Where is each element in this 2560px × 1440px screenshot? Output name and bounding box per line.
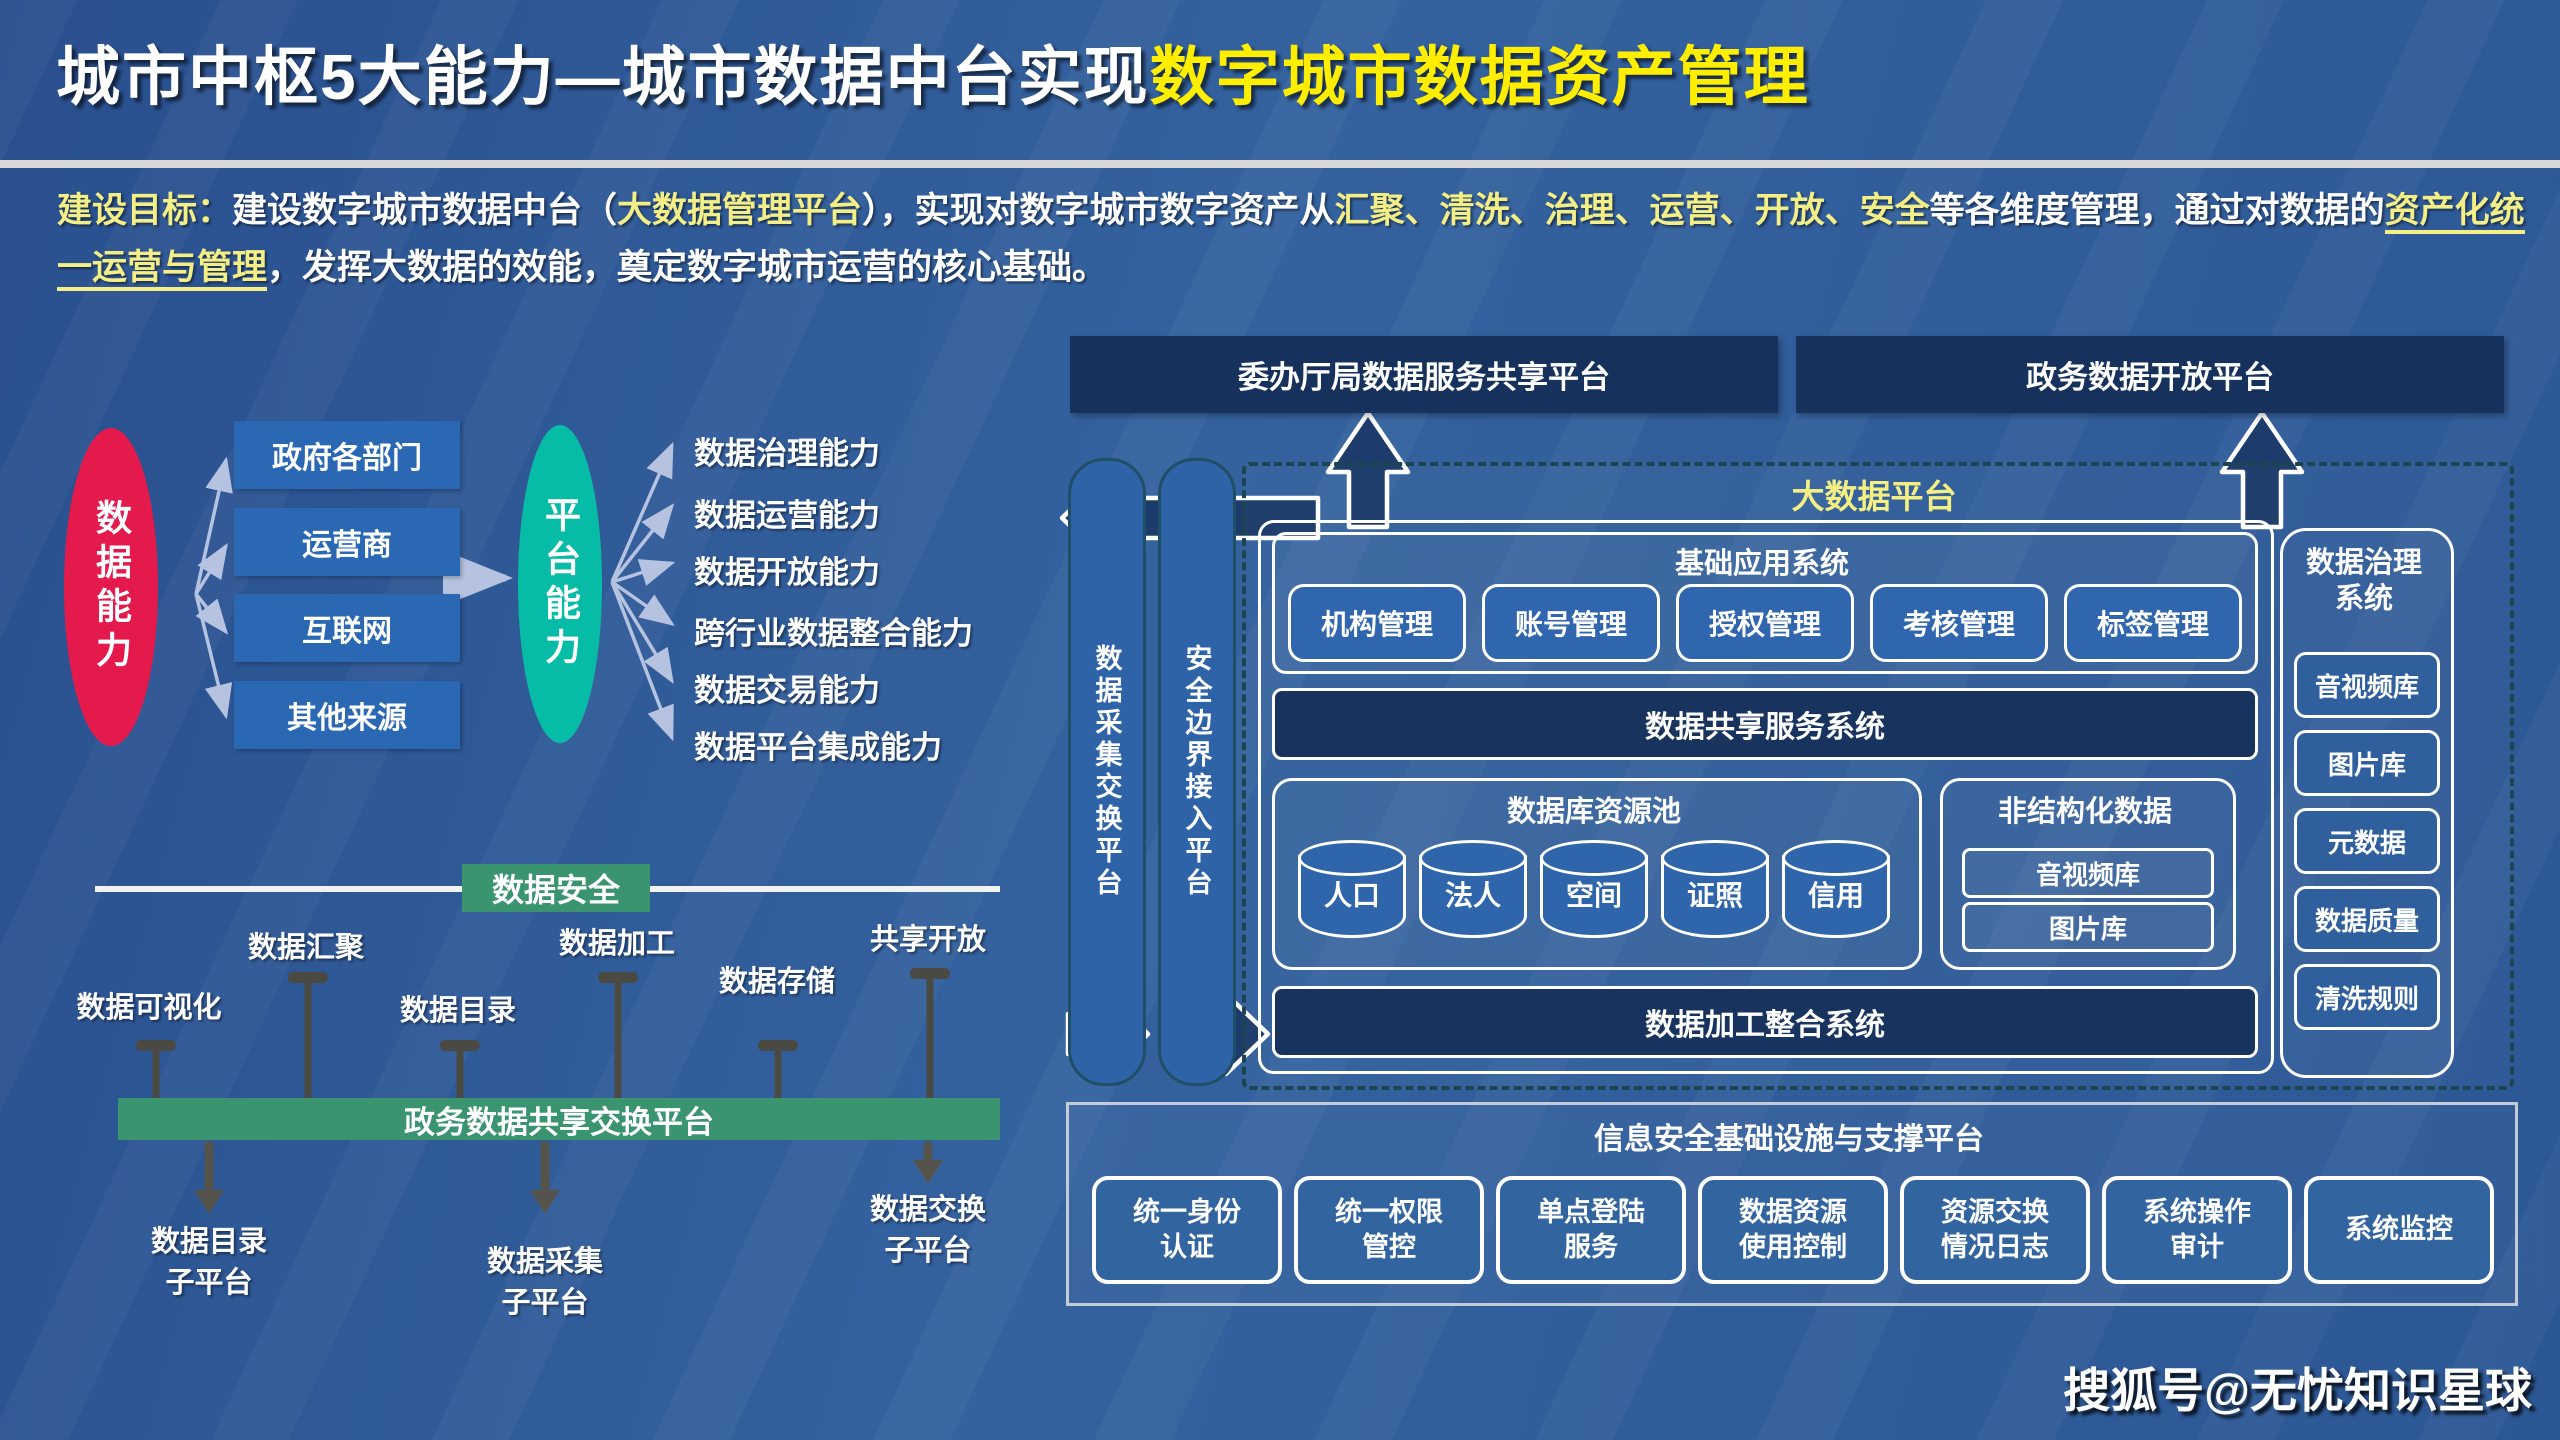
sub-platform-label: 数据采集 子平台 bbox=[486, 1246, 603, 1319]
unstructured-box: 图片库 bbox=[1962, 902, 2214, 952]
security-box: 系统操作 审计 bbox=[2102, 1176, 2292, 1284]
security-platform-title: 信息安全基础设施与支撑平台 bbox=[1594, 1123, 1984, 1156]
unstructured-box: 音视频库 bbox=[1962, 848, 2214, 898]
governance-box: 元数据 bbox=[2294, 808, 2440, 874]
source-box: 政府各部门 bbox=[234, 421, 460, 489]
app-box: 账号管理 bbox=[1482, 584, 1660, 662]
top-platform-box: 政务数据开放平台 bbox=[1796, 336, 2504, 413]
security-box: 统一身份 认证 bbox=[1092, 1176, 1282, 1284]
data-processing-bar: 数据加工整合系统 bbox=[1272, 986, 2258, 1058]
divider bbox=[0, 160, 2560, 168]
watermark: 搜狐号@无忧知识星球 bbox=[2063, 1364, 2532, 1417]
capability-item: 数据平台集成能力 bbox=[694, 730, 942, 765]
app-box: 机构管理 bbox=[1288, 584, 1466, 662]
db-pool-title: 数据库资源池 bbox=[1506, 796, 1681, 828]
governance-box: 清洗规则 bbox=[2294, 964, 2440, 1030]
source-box: 互联网 bbox=[234, 594, 460, 662]
sidebar-data-collect-exchange: 数据采集交换平台 bbox=[1068, 458, 1146, 1086]
capability-item: 跨行业数据整合能力 bbox=[694, 616, 973, 651]
function-label: 数据存储 bbox=[718, 966, 836, 998]
capability-item: 数据交易能力 bbox=[694, 673, 880, 708]
db-cylinder-icon: 人口 bbox=[1298, 840, 1406, 938]
sub-platform-label: 数据目录 子平台 bbox=[150, 1226, 267, 1299]
source-box: 运营商 bbox=[234, 508, 460, 576]
bigdata-inner-container bbox=[1258, 520, 2274, 1074]
capability-item: 数据运营能力 bbox=[694, 498, 880, 533]
data-security-badge: 数据安全 bbox=[462, 864, 650, 912]
node-platform-capability: 平台能力 bbox=[518, 425, 602, 743]
capability-item: 数据治理能力 bbox=[694, 436, 880, 471]
governance-title: 数据治理 系统 bbox=[2305, 547, 2422, 616]
function-label: 共享开放 bbox=[869, 924, 987, 956]
security-box: 数据资源 使用控制 bbox=[1698, 1176, 1888, 1284]
db-cylinder-icon: 空间 bbox=[1540, 840, 1648, 938]
objective-label: 建设目标： bbox=[57, 191, 233, 230]
unstructured-title: 非结构化数据 bbox=[1997, 796, 2172, 828]
top-platform-box: 委办厅局数据服务共享平台 bbox=[1070, 336, 1778, 413]
unstructured-panel bbox=[1940, 778, 2236, 970]
node-data-capability: 数据能力 bbox=[64, 428, 158, 746]
app-box: 授权管理 bbox=[1676, 584, 1854, 662]
sub-platform-label: 数据交换 子平台 bbox=[869, 1194, 986, 1267]
title-highlight: 数字城市数据资产管理 bbox=[1149, 41, 1810, 113]
capability-item: 数据开放能力 bbox=[694, 555, 880, 590]
db-cylinder-icon: 信用 bbox=[1782, 840, 1890, 938]
governance-panel bbox=[2280, 528, 2454, 1078]
security-box: 资源交换 情况日志 bbox=[1900, 1176, 2090, 1284]
app-box: 考核管理 bbox=[1870, 584, 2048, 662]
function-label: 数据汇聚 bbox=[247, 932, 365, 964]
security-box: 系统监控 bbox=[2304, 1176, 2494, 1284]
source-box: 其他来源 bbox=[234, 681, 460, 749]
db-cylinder-icon: 证照 bbox=[1661, 840, 1769, 938]
gov-data-exchange-bar: 政务数据共享交换平台 bbox=[118, 1098, 1000, 1140]
capability-fan-arrows bbox=[610, 441, 676, 742]
security-platform-panel bbox=[1066, 1102, 2518, 1306]
app-box: 标签管理 bbox=[2064, 584, 2242, 662]
security-box: 单点登陆 服务 bbox=[1496, 1176, 1686, 1284]
governance-box: 音视频库 bbox=[2294, 652, 2440, 718]
bigdata-platform-panel bbox=[1242, 462, 2514, 1090]
bigdata-platform-title: 大数据平台 bbox=[1791, 478, 1957, 515]
db-cylinder-icon: 法人 bbox=[1419, 840, 1527, 938]
base-app-title: 基础应用系统 bbox=[1674, 548, 1849, 580]
function-label: 数据加工 bbox=[558, 928, 676, 960]
function-label: 数据可视化 bbox=[76, 992, 222, 1024]
page-title: 城市中枢5大能力—城市数据中台实现数字城市数据资产管理 bbox=[56, 26, 1810, 118]
governance-box: 数据质量 bbox=[2294, 886, 2440, 952]
title-main: 城市中枢5大能力—城市数据中台实现 bbox=[56, 41, 1150, 113]
objective-text: 建设目标：建设数字城市数据中台（大数据管理平台），实现对数字城市数字资产从汇聚、… bbox=[57, 183, 2527, 296]
function-label: 数据目录 bbox=[399, 995, 517, 1027]
sidebar-security-boundary: 安全边界接入平台 bbox=[1158, 458, 1236, 1086]
data-share-service-bar: 数据共享服务系统 bbox=[1272, 688, 2258, 760]
security-box: 统一权限 管控 bbox=[1294, 1176, 1484, 1284]
governance-box: 图片库 bbox=[2294, 730, 2440, 796]
source-fan-arrows bbox=[194, 456, 513, 720]
